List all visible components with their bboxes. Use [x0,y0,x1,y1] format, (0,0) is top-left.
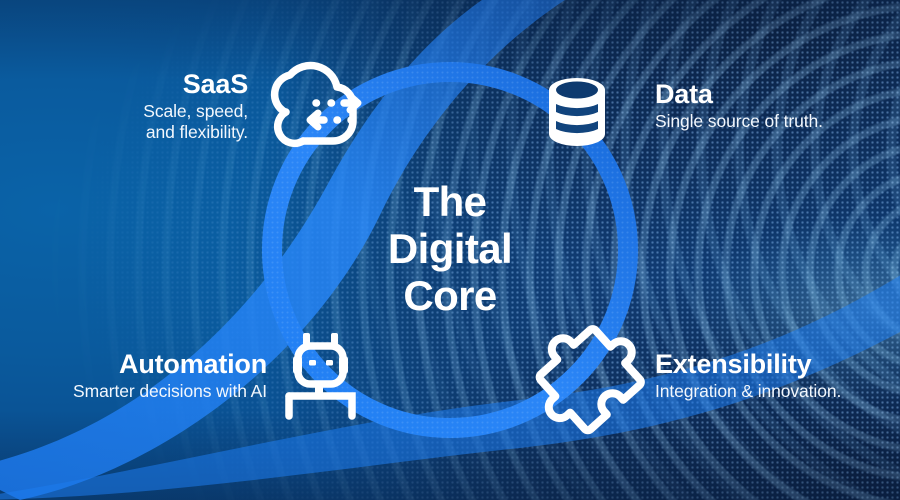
pillar-label-data: Data Single source of truth. [655,80,823,132]
core-ring [262,62,638,438]
cloud-exchange-icon [270,61,362,148]
pillar-label-automation: Automation Smarter decisions with AI [73,350,267,402]
pillar-title-data: Data [655,79,713,109]
pillar-title-extensibility: Extensibility [655,349,812,379]
pillar-subtitle-data: Single source of truth. [655,110,823,131]
puzzle-piece-icon [535,325,645,435]
pillar-label-saas: SaaS Scale, speed, and flexibility. [143,70,248,143]
robot-icon [285,333,356,420]
pillar-subtitle-automation: Smarter decisions with AI [73,380,267,401]
center-heading: The Digital Core [387,178,513,320]
pillar-label-extensibility: Extensibility Integration & innovation. [655,350,841,402]
pillar-subtitle-saas: Scale, speed, and flexibility. [143,100,248,142]
pillar-title-saas: SaaS [182,69,248,99]
pillar-subtitle-extensibility: Integration & innovation. [655,380,842,401]
pillar-title-automation: Automation [119,349,267,379]
database-icon [549,78,605,146]
